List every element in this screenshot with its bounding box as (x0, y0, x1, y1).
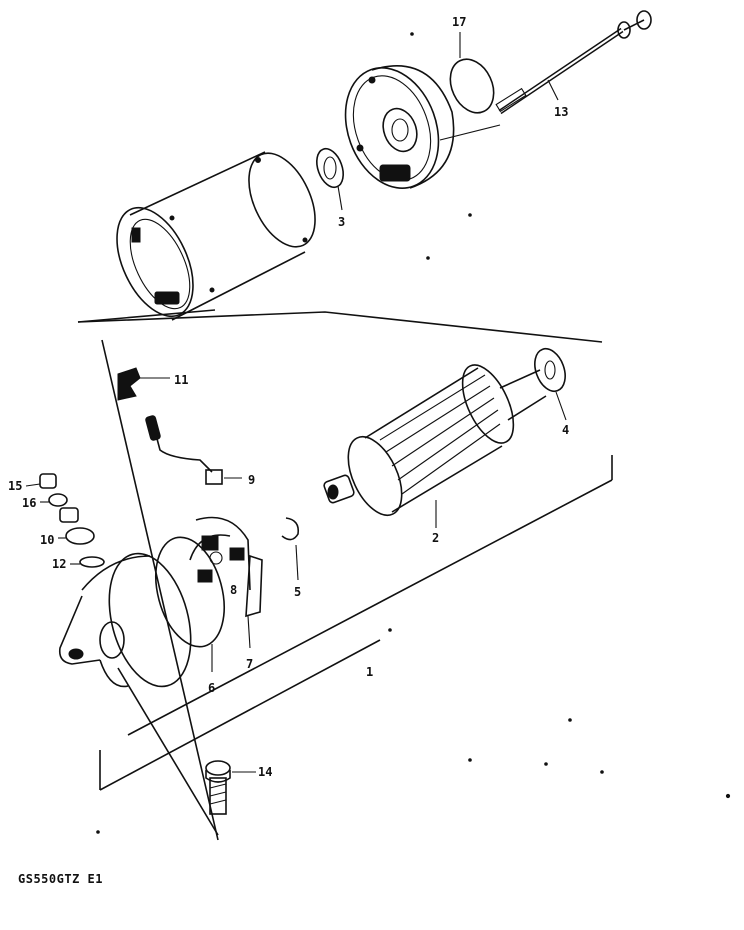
callout-labels: 1 2 3 4 5 6 7 8 9 10 11 12 13 14 15 16 1… (8, 15, 569, 779)
assembly-frame (77, 124, 613, 841)
part-8-brush-holder (189, 516, 251, 591)
callout-12: 12 (52, 557, 66, 571)
part-7-plate (245, 554, 263, 649)
part-15-nut (25, 473, 57, 489)
part-12-o-ring (70, 556, 105, 568)
callout-5: 5 (294, 585, 301, 599)
part-2-armature (323, 364, 547, 528)
callout-1: 1 (366, 665, 373, 679)
part-14-bolt (205, 760, 256, 815)
part-10-insulator (58, 507, 95, 545)
motor-yoke-housing (116, 151, 316, 321)
part-5-circlip (281, 517, 300, 581)
part-11-terminal (117, 367, 170, 401)
rear-end-cover (344, 65, 455, 189)
callout-15: 15 (8, 479, 22, 493)
part-3-bearing (316, 147, 344, 211)
callout-17: 17 (452, 15, 466, 29)
callout-4: 4 (562, 423, 569, 437)
callout-6: 6 (208, 681, 215, 695)
callout-2: 2 (432, 531, 439, 545)
callout-10: 10 (40, 533, 54, 547)
part-17-o-ring (449, 32, 495, 114)
front-housing (58, 552, 192, 688)
callout-7: 7 (246, 657, 253, 671)
part-13-through-bolt (495, 10, 652, 115)
part-4-washer (534, 347, 567, 421)
model-caption: GS550GTZ E1 (18, 872, 103, 886)
callout-3: 3 (338, 215, 345, 229)
callout-13: 13 (554, 105, 568, 119)
part-16-washer (40, 493, 68, 507)
callout-9: 9 (248, 473, 255, 487)
part-9-brush (145, 415, 242, 485)
callout-14: 14 (258, 765, 272, 779)
callout-8: 8 (230, 583, 237, 597)
callout-16: 16 (22, 496, 36, 510)
callout-11: 11 (174, 373, 188, 387)
part-6-o-ring (155, 536, 225, 672)
scan-specks (96, 32, 731, 834)
